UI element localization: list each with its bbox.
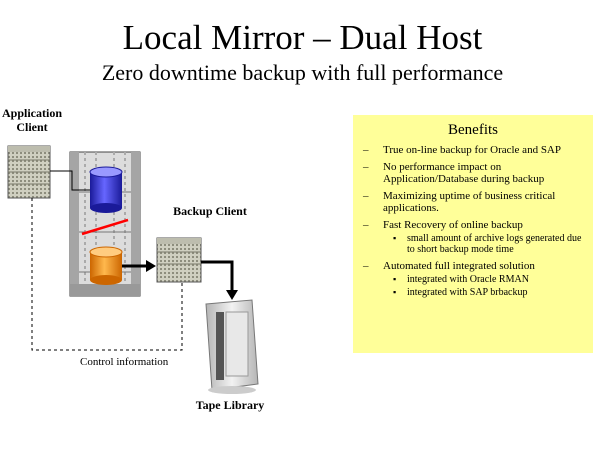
dash-icon: – (363, 190, 369, 202)
benefit-item: – Maximizing uptime of business critical… (363, 190, 587, 214)
backup-client-label: Backup Client (173, 204, 247, 218)
slide-title: Local Mirror – Dual Host (122, 18, 483, 57)
control-information-label: Control information (80, 356, 169, 368)
benefit-text: True on-line backup for Oracle and SAP (383, 144, 561, 156)
benefit-text: Automated full integrated solution (383, 260, 535, 272)
benefit-text: Maximizing uptime of business critical a… (383, 190, 556, 214)
slide-subtitle: Zero downtime backup with full performan… (101, 60, 504, 85)
benefit-item: – True on-line backup for Oracle and SAP (363, 144, 587, 156)
benefit-subtext: integrated with SAP brbackup (407, 287, 528, 298)
benefits-panel: Benefits – True on-line backup for Oracl… (353, 115, 593, 353)
benefits-list: – True on-line backup for Oracle and SAP… (363, 144, 587, 303)
primary-disk-icon (89, 166, 123, 213)
tape-library-icon (205, 299, 259, 394)
data-flow-arrow-2 (201, 260, 238, 300)
benefit-item: – Fast Recovery of online backup ▪ small… (363, 219, 587, 255)
benefits-heading: Benefits (448, 122, 498, 138)
benefit-subitem: ▪ integrated with SAP brbackup (383, 287, 587, 298)
control-information-path (31, 198, 183, 351)
app-to-storage-line (50, 170, 90, 191)
benefit-item: – No performance impact on Application/D… (363, 161, 587, 185)
benefit-subitem: ▪ integrated with Oracle RMAN (383, 274, 587, 285)
benefit-text: No performance impact on Application/Dat… (383, 161, 545, 185)
dash-icon: – (363, 219, 369, 231)
square-bullet-icon: ▪ (393, 287, 397, 297)
application-client-label: Application Client (2, 106, 63, 134)
benefit-text: Fast Recovery of online backup (383, 219, 523, 231)
tape-library-label: Tape Library (195, 398, 265, 412)
benefit-subtext: small amount of archive logs generated d… (407, 233, 582, 255)
data-flow-arrow-1 (122, 260, 156, 272)
square-bullet-icon: ▪ (393, 233, 397, 243)
benefit-subtext: integrated with Oracle RMAN (407, 274, 529, 285)
square-bullet-icon: ▪ (393, 274, 397, 284)
benefit-item: – Automated full integrated solution ▪ i… (363, 260, 587, 298)
dash-icon: – (363, 260, 369, 272)
benefit-sublist: ▪ small amount of archive logs generated… (383, 233, 587, 255)
dash-icon: – (363, 161, 369, 173)
application-client-server-icon (7, 145, 51, 199)
benefit-subitem: ▪ small amount of archive logs generated… (383, 233, 587, 255)
benefit-sublist: ▪ integrated with Oracle RMAN ▪ integrat… (383, 274, 587, 298)
dash-icon: – (363, 144, 369, 156)
mirror-split-line (81, 218, 129, 236)
mirror-disk-icon (89, 246, 123, 285)
backup-client-server-icon (156, 237, 202, 283)
